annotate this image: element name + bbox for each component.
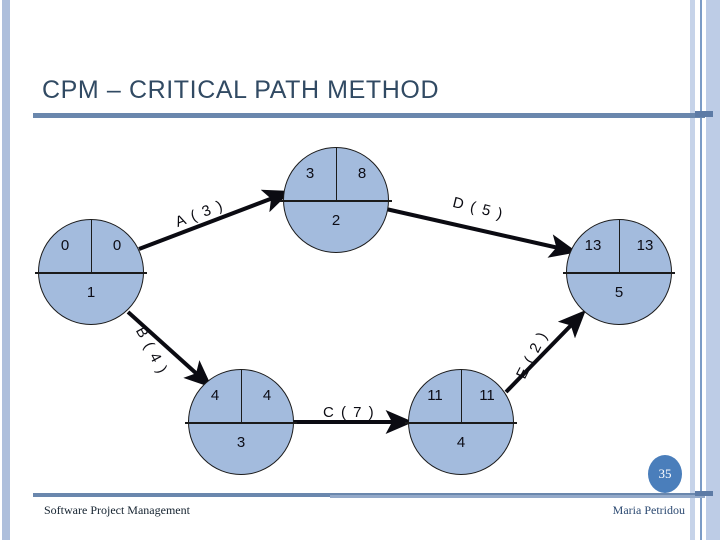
page-title: CPM – CRITICAL PATH METHOD [42, 76, 440, 104]
node-3: 4 4 3 [185, 369, 297, 475]
node-2-latest-finish: 8 [357, 164, 367, 182]
node-4-latest-finish: 11 [479, 386, 495, 404]
node-3-divider-horizontal [185, 422, 297, 424]
node-2-number: 2 [331, 212, 341, 230]
node-4-number: 4 [456, 434, 466, 452]
edge-arrow-b [126, 310, 213, 388]
footer-author: Maria Petridou [612, 503, 685, 517]
node-5-number: 5 [614, 284, 624, 302]
node-3-number: 3 [236, 434, 246, 452]
node-1-earliest-start: 0 [60, 236, 70, 254]
node-4-divider-vertical [461, 370, 462, 422]
edge-arrow-a [138, 189, 292, 251]
right-accent-band-light [690, 0, 695, 540]
footer-divider-cap [695, 491, 713, 496]
node-5-latest-finish: 13 [636, 236, 654, 254]
edge-arrow-d [385, 207, 578, 258]
node-1-number: 1 [86, 284, 96, 302]
title-divider-cap [695, 111, 713, 117]
title-divider [33, 113, 705, 118]
node-4-earliest-start: 11 [427, 386, 443, 404]
node-5-earliest-start: 13 [584, 236, 602, 254]
page-number-badge: 35 [648, 455, 682, 493]
right-accent-band-dark [700, 0, 702, 540]
right-accent-band-wide [706, 0, 720, 540]
node-5-divider-vertical [619, 220, 620, 272]
node-1-divider-vertical [91, 220, 92, 272]
node-2: 3 8 2 [280, 147, 392, 253]
node-1: 0 0 1 [35, 219, 147, 325]
edge-arrow-e [504, 309, 586, 394]
node-5: 13 13 5 [563, 219, 675, 325]
node-2-divider-vertical [336, 148, 337, 200]
node-4: 11 11 4 [405, 369, 517, 475]
left-accent-band [2, 0, 10, 540]
node-1-divider-horizontal [35, 272, 147, 274]
node-2-divider-horizontal [280, 200, 392, 202]
edge-label-c: C ( 7 ) [323, 404, 376, 421]
node-4-divider-horizontal [405, 422, 517, 424]
footer-divider-highlight [330, 495, 705, 498]
node-3-earliest-start: 4 [210, 386, 220, 404]
footer-course-title: Software Project Management [44, 503, 190, 517]
node-5-divider-horizontal [563, 272, 675, 274]
node-1-latest-finish: 0 [112, 236, 122, 254]
node-2-earliest-start: 3 [305, 164, 315, 182]
node-3-divider-vertical [241, 370, 242, 422]
node-3-latest-finish: 4 [262, 386, 272, 404]
